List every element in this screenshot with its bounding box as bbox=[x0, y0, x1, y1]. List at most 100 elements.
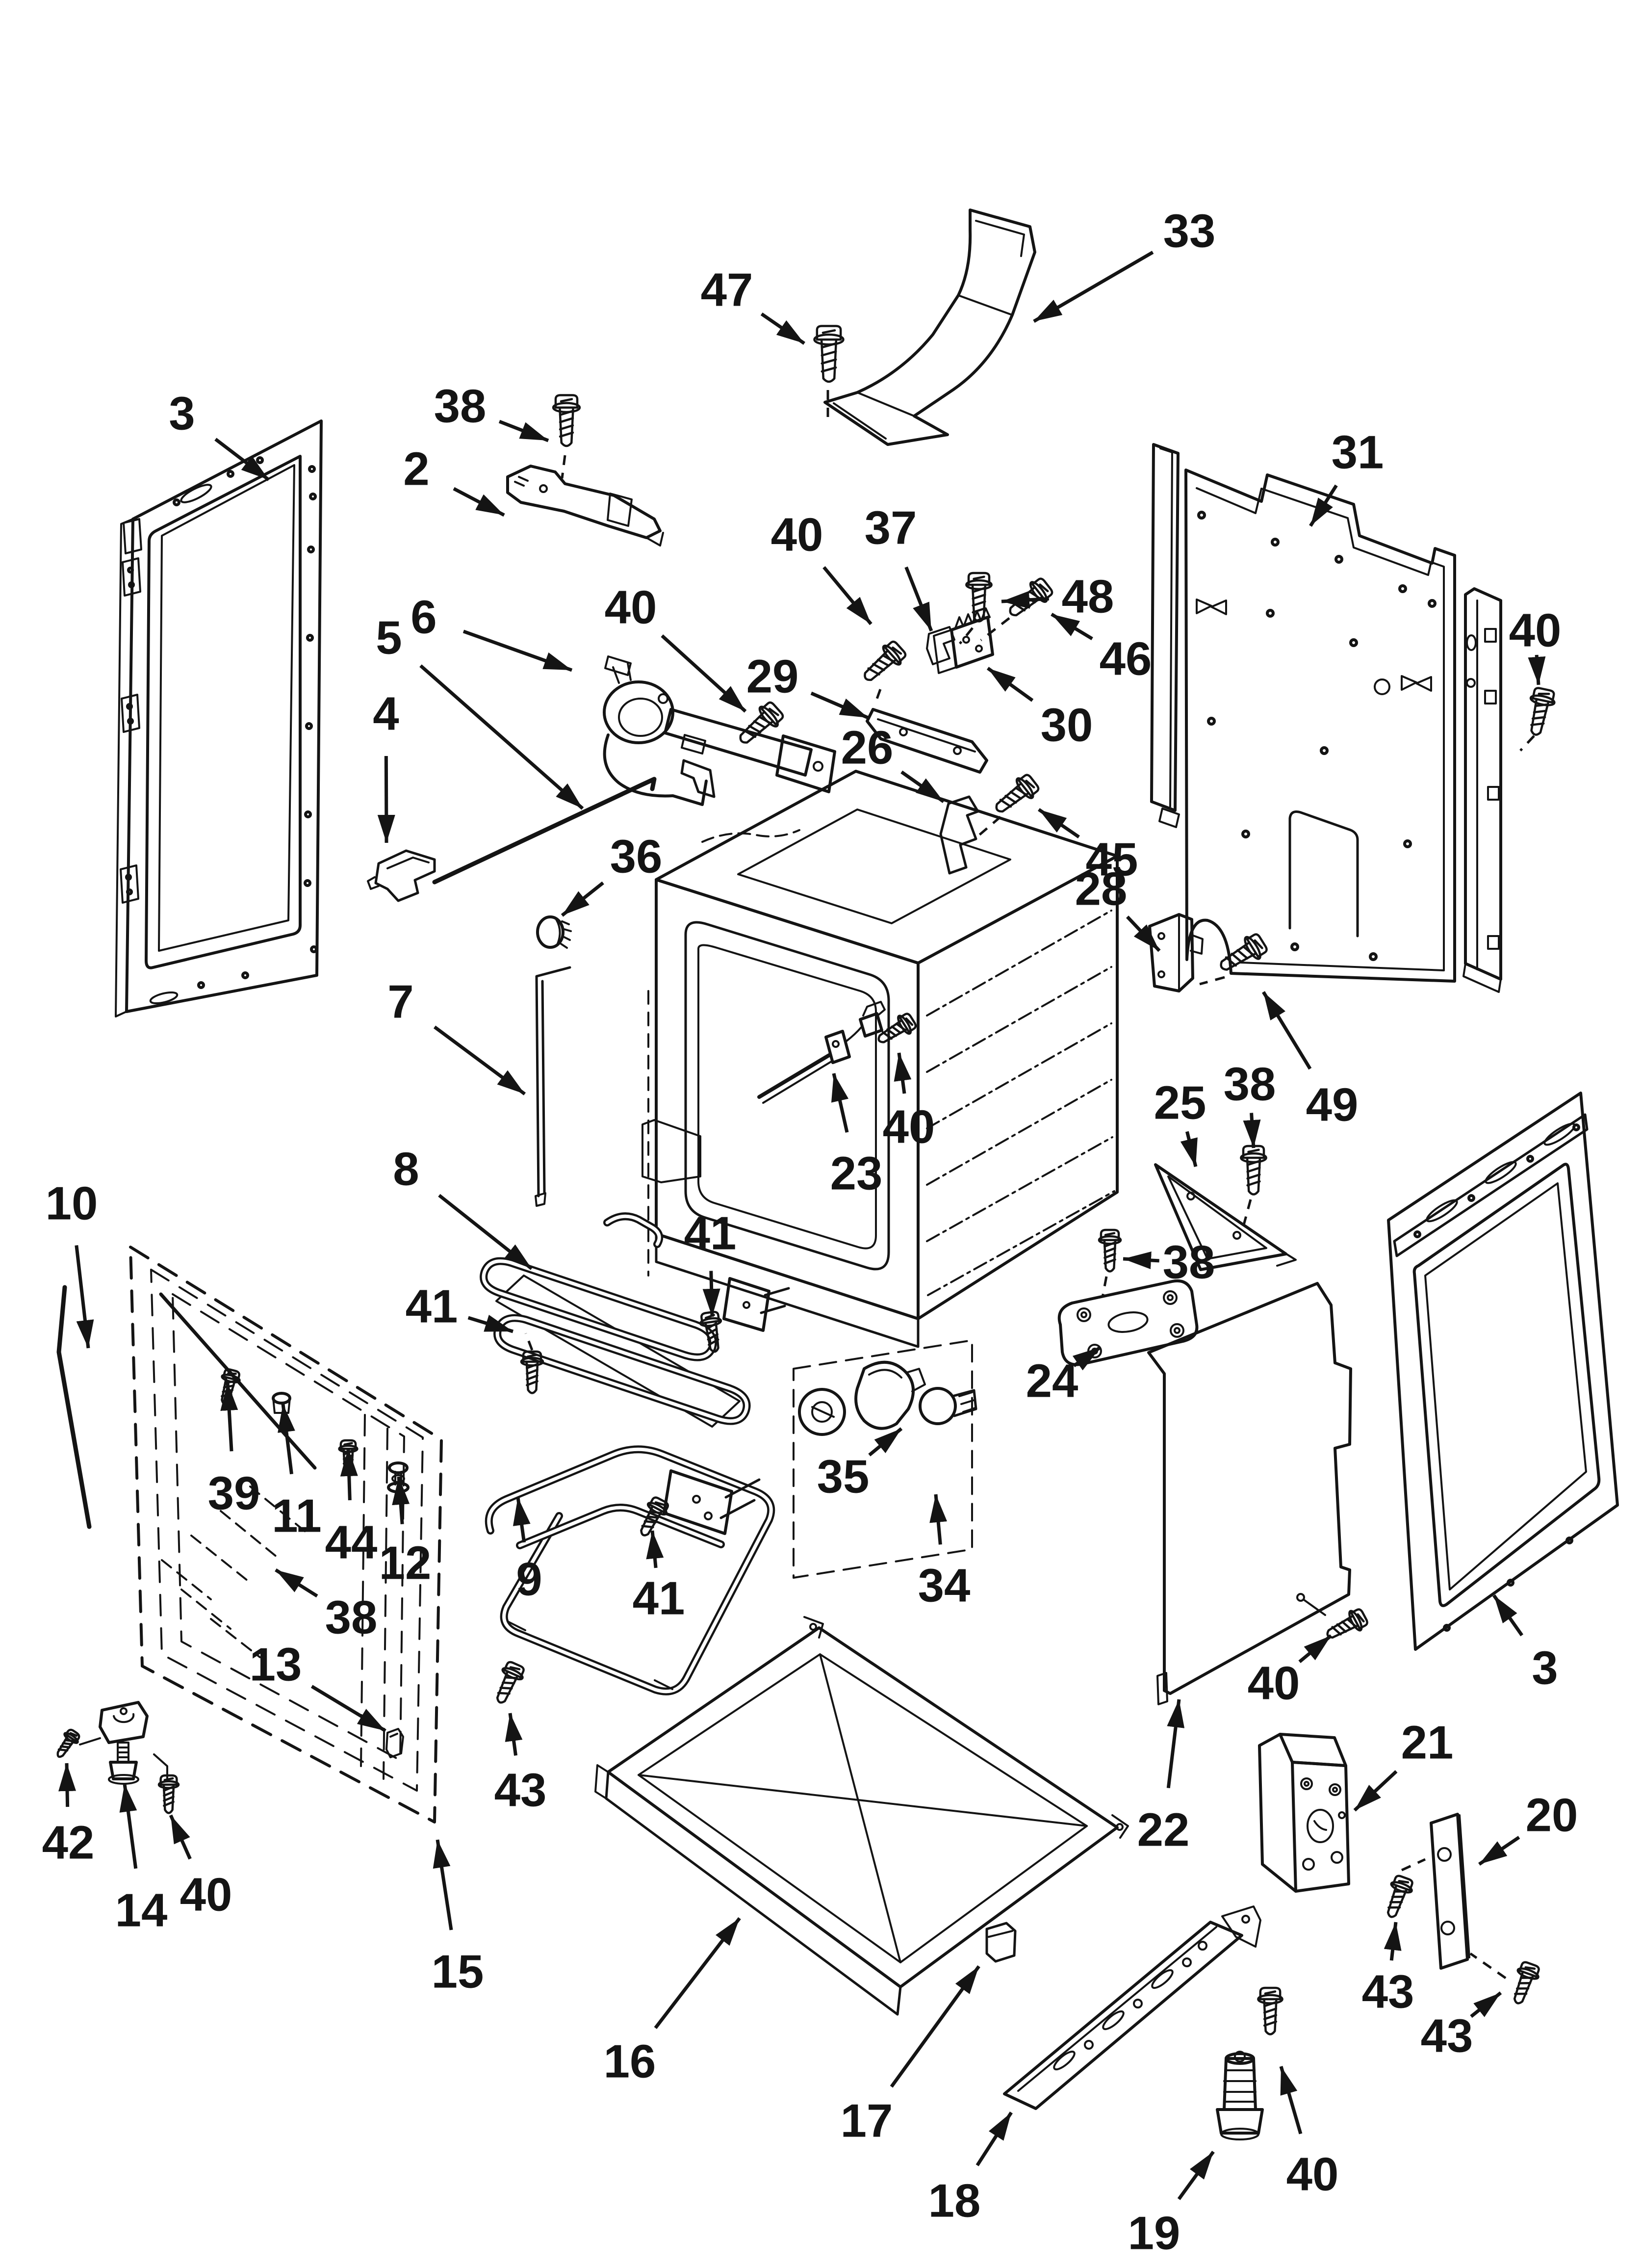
part-number-label: 37 bbox=[865, 502, 917, 554]
callout-3-right: 3 bbox=[1492, 1594, 1558, 1694]
leader-arrow bbox=[702, 1271, 720, 1317]
callout-41-c: 41 bbox=[633, 1530, 685, 1625]
callout-37: 37 bbox=[865, 502, 933, 632]
part-number-label: 38 bbox=[1163, 1236, 1215, 1289]
leader-arrow bbox=[340, 1448, 358, 1501]
part-number-label: 30 bbox=[1041, 699, 1093, 752]
callout-25: 25 bbox=[1154, 1077, 1206, 1167]
callout-40-d: 40 bbox=[169, 1814, 232, 1921]
leader-arrow bbox=[438, 1194, 533, 1270]
assembly-dash bbox=[1469, 1952, 1507, 1980]
part-number-label: 40 bbox=[1248, 1657, 1300, 1710]
leader-arrow bbox=[1353, 1770, 1398, 1812]
leader-arrow bbox=[822, 566, 872, 626]
bake-element bbox=[485, 1445, 775, 1695]
broil-element bbox=[480, 1212, 790, 1428]
sensor-probe bbox=[757, 1001, 886, 1104]
hex-head-screw bbox=[520, 1350, 544, 1394]
callout-5: 5 bbox=[376, 612, 584, 810]
leader-arrow bbox=[1279, 2066, 1303, 2135]
callout-40-c: 40 bbox=[883, 1052, 935, 1153]
corner-bracket bbox=[1258, 1733, 1350, 1893]
hex-head-screw bbox=[1257, 1986, 1283, 2035]
leader-arrow bbox=[419, 664, 584, 810]
leader-arrow bbox=[1123, 1251, 1159, 1269]
spacer-plate bbox=[1430, 1813, 1470, 1970]
part-number-label: 43 bbox=[494, 1764, 547, 1817]
leader-arrow bbox=[646, 1530, 664, 1568]
part-number-label: 15 bbox=[432, 1946, 484, 1998]
assembly-dash bbox=[1241, 1199, 1252, 1229]
leader-arrow bbox=[169, 1814, 192, 1860]
leader-arrow bbox=[1262, 991, 1312, 1070]
callout-28: 28 bbox=[1075, 863, 1161, 952]
callout-39: 39 bbox=[208, 1382, 260, 1520]
part-number-label: 40 bbox=[180, 1869, 232, 1921]
callout-49: 49 bbox=[1262, 991, 1358, 1131]
callout-46: 46 bbox=[1051, 613, 1152, 685]
assembly-dash bbox=[874, 689, 882, 702]
assembly-dash bbox=[980, 617, 1010, 641]
assembly-dash bbox=[561, 455, 566, 479]
leader-arrow bbox=[453, 487, 505, 517]
part-number-label: 19 bbox=[1128, 2207, 1180, 2260]
callout-17: 17 bbox=[841, 1965, 980, 2147]
oven-cavity bbox=[641, 770, 1119, 1348]
part-number-label: 23 bbox=[830, 1147, 883, 1200]
part-number-label: 38 bbox=[325, 1591, 378, 1644]
part-number-label: 6 bbox=[410, 591, 436, 644]
right-side-panel bbox=[1387, 1092, 1619, 1651]
part-number-label: 35 bbox=[817, 1451, 870, 1503]
callout-38-a: 38 bbox=[275, 1568, 378, 1644]
callout-10: 10 bbox=[46, 1177, 98, 1349]
leader-arrow bbox=[214, 438, 270, 481]
part-number-label: 24 bbox=[1026, 1355, 1078, 1408]
element-spring-clip bbox=[926, 626, 955, 665]
side-trim bbox=[535, 966, 571, 1207]
hex-head-screw bbox=[640, 1496, 669, 1537]
callout-45: 45 bbox=[1038, 808, 1138, 886]
leader-arrow bbox=[929, 1494, 948, 1545]
part-number-label: 38 bbox=[434, 380, 487, 433]
callout-38-top: 38 bbox=[434, 380, 549, 443]
hex-head-screw bbox=[1220, 933, 1268, 971]
callout-21: 21 bbox=[1353, 1717, 1453, 1812]
support-bracket bbox=[866, 708, 988, 774]
callout-30: 30 bbox=[986, 667, 1093, 752]
callout-26: 26 bbox=[841, 722, 945, 803]
leader-arrow bbox=[1180, 1131, 1198, 1167]
leader-arrow bbox=[75, 1245, 94, 1349]
part-number-label: 45 bbox=[1086, 834, 1138, 886]
part-number-label: 7 bbox=[387, 976, 413, 1028]
part-number-label: 40 bbox=[1509, 604, 1562, 657]
mounting-plate bbox=[1057, 1279, 1199, 1366]
callout-38-b: 38 bbox=[1224, 1058, 1276, 1148]
callout-43-d: 43 bbox=[1421, 1991, 1502, 2062]
part-number-label: 11 bbox=[272, 1490, 321, 1542]
callout-12: 12 bbox=[379, 1476, 431, 1590]
assembly-dash bbox=[1519, 735, 1535, 752]
leader-arrow bbox=[986, 667, 1034, 702]
hex-head-screw bbox=[699, 1310, 722, 1353]
part-number-label: 40 bbox=[883, 1101, 935, 1153]
callout-15: 15 bbox=[432, 1839, 484, 1998]
rear-panel bbox=[1150, 443, 1502, 993]
callout-42: 42 bbox=[42, 1763, 94, 1869]
light-zone-outline bbox=[793, 1339, 973, 1579]
base-pan bbox=[594, 1616, 1129, 2016]
top-support-bracket bbox=[506, 465, 664, 547]
part-number-label: 3 bbox=[169, 388, 195, 440]
hex-head-screw bbox=[877, 1013, 917, 1043]
part-number-label: 22 bbox=[1137, 1804, 1190, 1856]
part-number-label: 16 bbox=[604, 2035, 656, 2088]
leader-arrow bbox=[1033, 251, 1154, 323]
callout-35: 35 bbox=[817, 1427, 903, 1503]
callout-23: 23 bbox=[830, 1073, 883, 1200]
callout-40-a: 40 bbox=[771, 509, 872, 626]
part-number-label: 8 bbox=[393, 1143, 419, 1196]
assembly-dash bbox=[524, 1333, 534, 1351]
leader-arrow bbox=[220, 1382, 238, 1452]
part-number-label: 44 bbox=[325, 1516, 378, 1569]
leader-arrow bbox=[278, 1404, 295, 1475]
part-number-label: 41 bbox=[684, 1207, 737, 1260]
